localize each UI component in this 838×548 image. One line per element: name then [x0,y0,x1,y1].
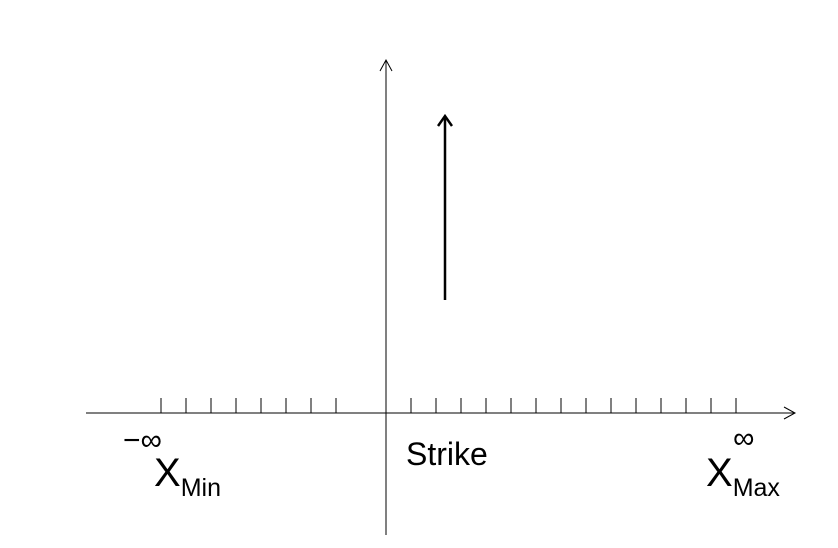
strike-label: Strike [406,436,488,472]
neg-infinity-label: −∞ [123,424,162,457]
x-max-label: XMax [706,451,780,502]
x-min-subscript: Min [181,474,221,502]
x-axis-ticks [160,398,737,413]
x-min-main: X [154,451,181,495]
pos-infinity-label: ∞ [733,422,754,455]
x-min-label: XMin [154,451,221,502]
x-max-main: X [706,451,733,495]
x-max-subscript: Max [733,474,781,502]
